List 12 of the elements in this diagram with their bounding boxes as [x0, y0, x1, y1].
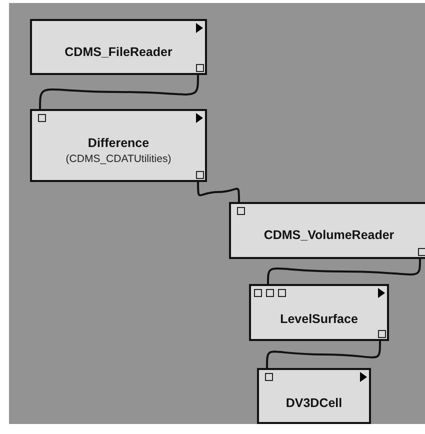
- module-box: [229, 202, 425, 259]
- module-box: [257, 368, 371, 424]
- module-name: LevelSurface: [279, 312, 359, 326]
- module-name: DV3DCell: [284, 396, 344, 410]
- module-box: [30, 19, 207, 75]
- module-box: [249, 284, 389, 341]
- module-box: [30, 109, 207, 182]
- package-name: (CDMS_CDATUtilities): [64, 153, 172, 165]
- module-name: Difference: [86, 136, 150, 150]
- module-name: CDMS_VolumeReader: [262, 228, 396, 242]
- module-name: CDMS_FileReader: [64, 45, 174, 59]
- connection-wire: [39, 75, 199, 109]
